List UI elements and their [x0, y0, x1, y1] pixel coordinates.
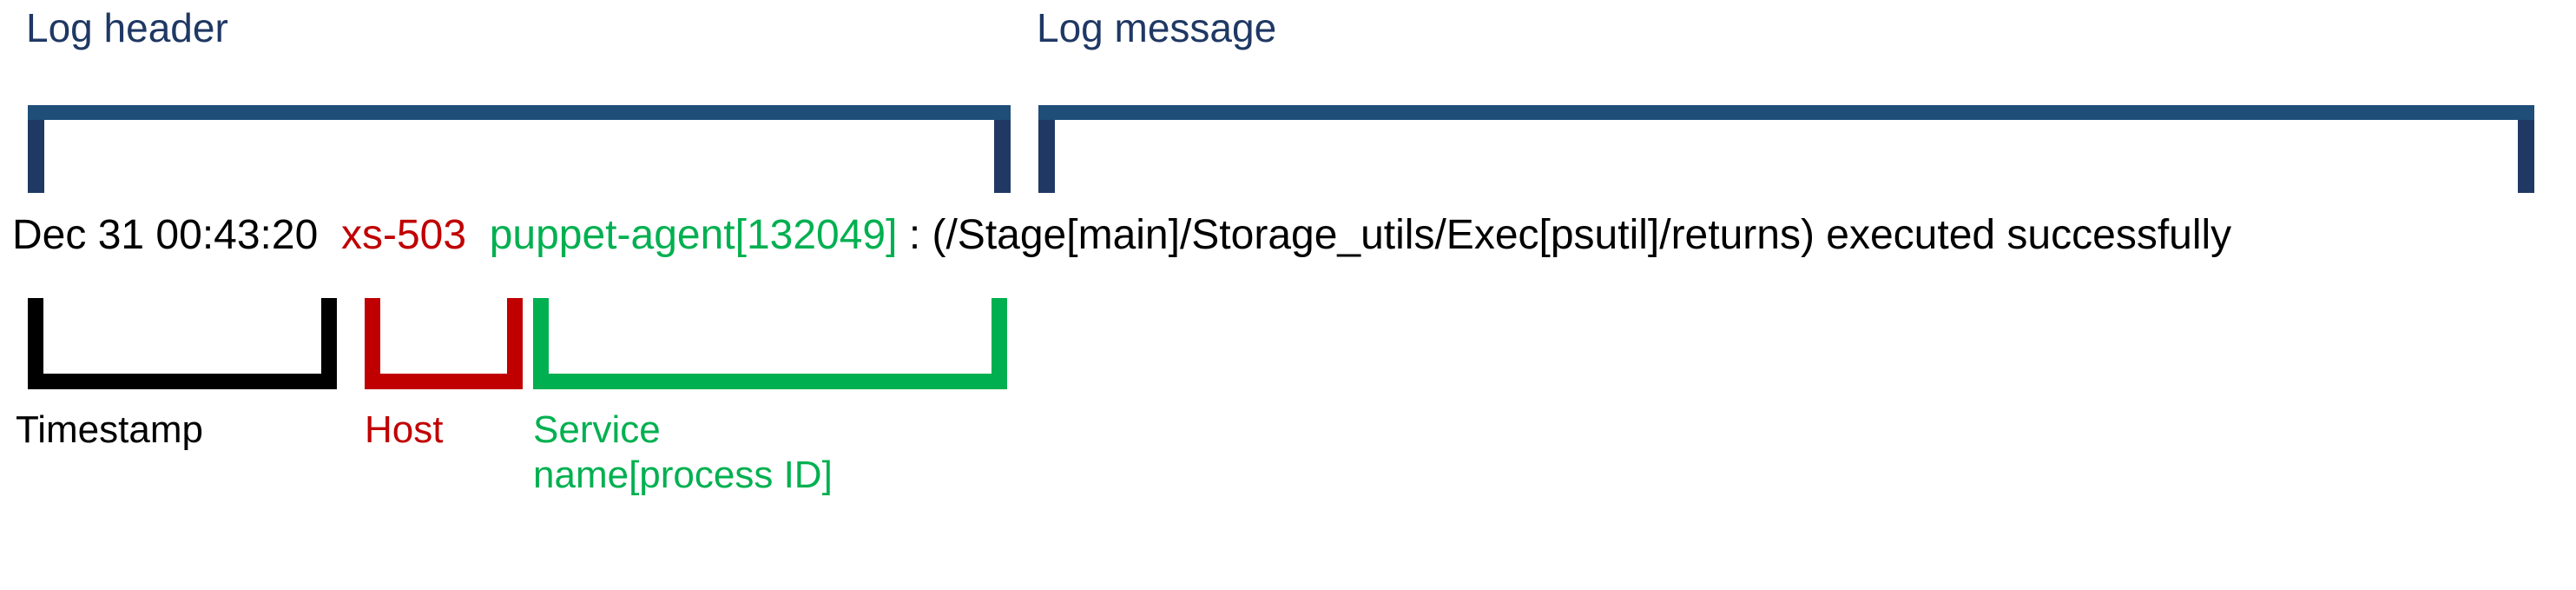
log-header-annotation-label: Log header	[26, 5, 228, 50]
bracket-left-leg	[1038, 120, 1055, 193]
log-line-text: Dec 31 00:43:20 xs-503 puppet-agent[1320…	[12, 211, 2231, 260]
service-field-bracket	[533, 298, 1007, 389]
bracket-right-leg	[321, 298, 337, 374]
bracket-right-leg	[507, 298, 523, 374]
log-segment-timestamp: Dec 31 00:43:20	[12, 212, 330, 258]
bracket-right-leg	[994, 120, 1011, 193]
bracket-bar	[28, 374, 337, 389]
bracket-right-leg	[992, 298, 1007, 374]
bracket-left-leg	[533, 298, 549, 374]
bracket-left-leg	[365, 298, 380, 374]
bracket-bar	[1038, 105, 2534, 120]
log-message-span-bracket	[1038, 105, 2534, 193]
log-segment-host: xs-503	[340, 212, 478, 258]
log-segment-message: : (/Stage[main]/Storage_utils/Exec[psuti…	[908, 212, 2232, 258]
service-caption-line-1: Service	[533, 408, 661, 451]
bracket-right-leg	[2518, 120, 2534, 193]
bracket-bar	[365, 374, 523, 389]
host-field-bracket	[365, 298, 523, 389]
service-caption-line-2: name[process ID]	[533, 454, 833, 496]
bracket-left-leg	[28, 120, 44, 193]
timestamp-field-bracket	[28, 298, 337, 389]
log-segment-service-name-process-id: puppet-agent[132049]	[489, 212, 898, 258]
log-header-span-bracket	[28, 105, 1011, 193]
timestamp-caption: Timestamp	[16, 408, 203, 451]
host-caption: Host	[365, 408, 444, 451]
bracket-bar	[533, 374, 1007, 389]
log-message-annotation-label: Log message	[1037, 5, 1277, 50]
bracket-bar	[28, 105, 1011, 120]
bracket-left-leg	[28, 298, 43, 374]
service-caption: Service name[process ID]	[533, 408, 1019, 498]
